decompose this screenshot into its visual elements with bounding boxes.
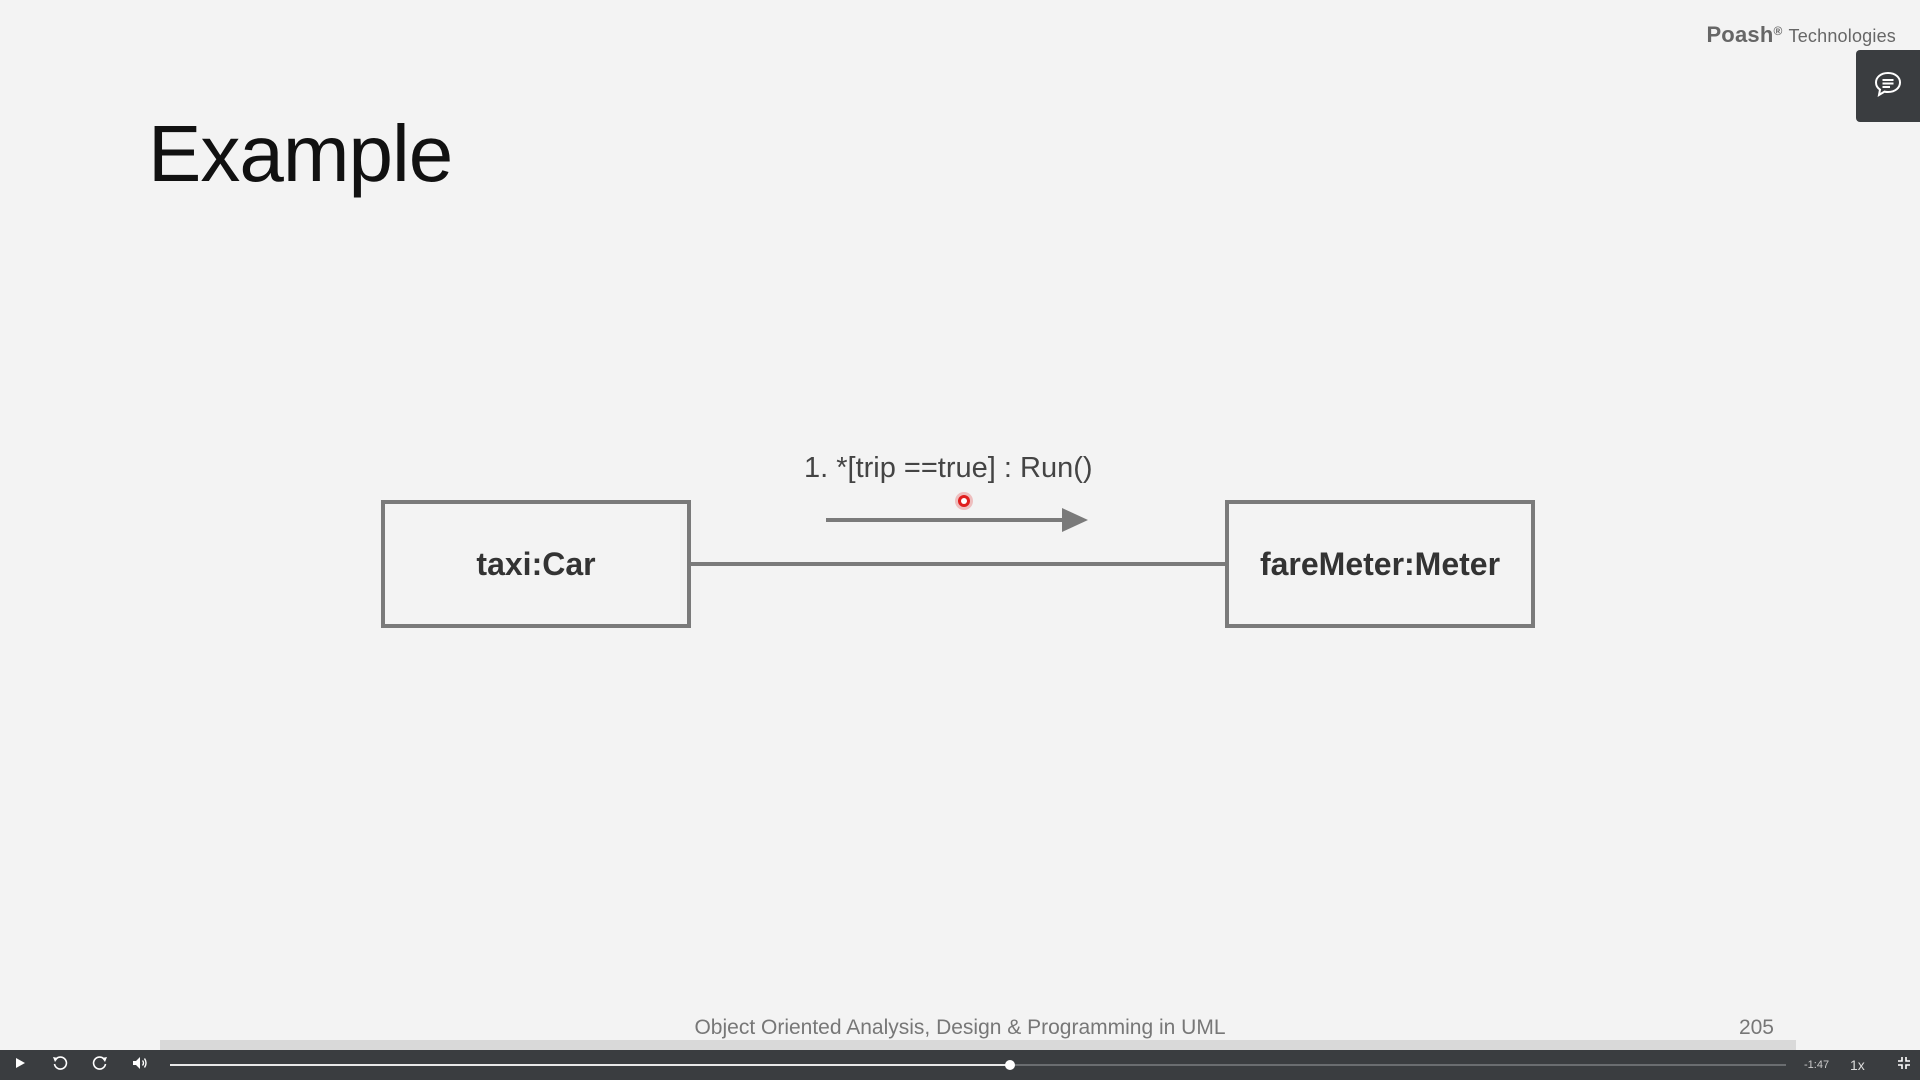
message-arrow bbox=[826, 508, 1088, 532]
volume-icon bbox=[132, 1056, 148, 1075]
progress-fill bbox=[170, 1064, 1011, 1066]
exit-fullscreen-icon bbox=[1897, 1056, 1911, 1075]
fullscreen-button[interactable] bbox=[1888, 1050, 1920, 1080]
object-label-faremeter: fareMeter:Meter bbox=[1259, 545, 1501, 582]
progress-thumb[interactable] bbox=[1005, 1060, 1016, 1070]
volume-button[interactable] bbox=[120, 1050, 160, 1080]
chat-button[interactable] bbox=[1856, 50, 1920, 122]
rewind-button[interactable] bbox=[40, 1050, 80, 1080]
brand-registered-mark: ® bbox=[1773, 24, 1783, 38]
brand-suffix: Technologies bbox=[1788, 26, 1896, 46]
brand-name: Poash bbox=[1706, 22, 1774, 47]
time-remaining: -1:47 bbox=[1804, 1059, 1830, 1071]
forward-icon bbox=[92, 1055, 108, 1076]
playback-speed-button[interactable]: 1x bbox=[1850, 1057, 1865, 1073]
forward-button[interactable] bbox=[80, 1050, 120, 1080]
page-number: 205 bbox=[1738, 1016, 1774, 1039]
rewind-icon bbox=[52, 1055, 68, 1076]
progress-slider[interactable] bbox=[170, 1060, 1786, 1070]
association-link bbox=[691, 562, 1225, 566]
brand-logo: Poash® Technologies bbox=[1706, 22, 1896, 48]
slide-title: Example bbox=[148, 109, 453, 198]
object-box-faremeter: fareMeter:Meter bbox=[1225, 500, 1535, 628]
player-controls: -1:47 1x bbox=[0, 1050, 1920, 1080]
play-icon bbox=[14, 1056, 26, 1074]
object-label-taxi: taxi:Car bbox=[476, 545, 596, 582]
slide-footer: Object Oriented Analysis, Design & Progr… bbox=[694, 1016, 1226, 1039]
footer-bar bbox=[160, 1040, 1796, 1050]
message-label: 1. *[trip ==true] : Run() bbox=[804, 452, 1093, 484]
play-button[interactable] bbox=[0, 1050, 40, 1080]
laser-pointer bbox=[958, 495, 970, 507]
object-box-taxi: taxi:Car bbox=[381, 500, 691, 628]
chat-bubble-icon bbox=[1873, 70, 1903, 103]
